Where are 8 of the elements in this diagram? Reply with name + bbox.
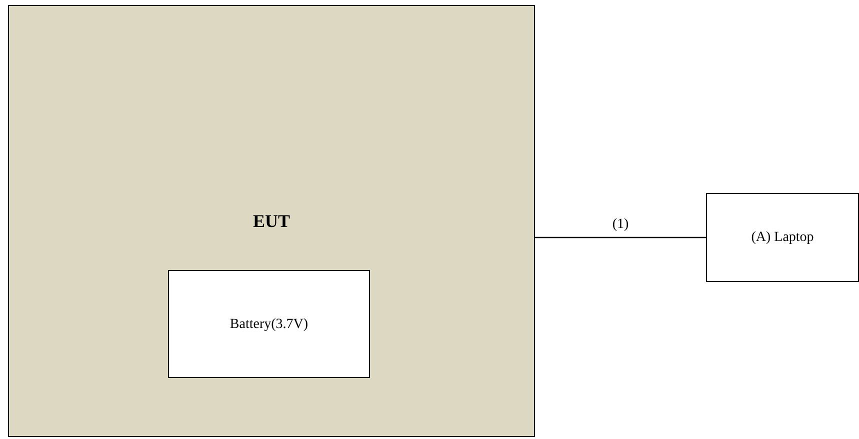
edge-label: (1) [612,216,629,234]
component-box [168,270,370,378]
connection-line [535,236,706,238]
component-label: (A) Laptop [751,229,814,247]
device-label: EUT [252,210,291,233]
device-box [8,5,535,437]
component-label: Battery(3.7V) [230,316,308,334]
component-box [706,193,859,282]
